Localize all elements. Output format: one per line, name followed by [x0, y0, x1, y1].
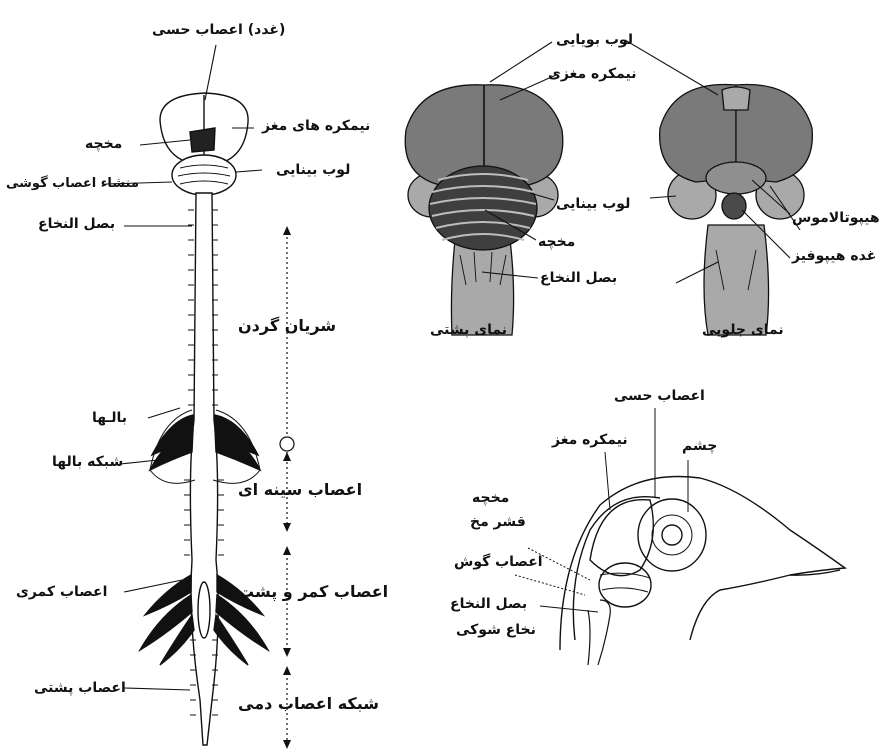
- label-dorsal-nerves: اعصاب پشتی: [34, 680, 126, 696]
- caption-dorsal-view: نمای پشتی: [430, 322, 507, 338]
- label-medulla-left: بصل النخاع: [38, 216, 115, 232]
- label-optic-lobe-left: لوب بینایی: [276, 162, 350, 178]
- label-wings: بالـها: [92, 410, 127, 426]
- label-medulla-dorsal: بصل النخاع: [540, 270, 617, 286]
- label-medulla-head: بصل النخاع: [450, 596, 527, 612]
- spinal-cord-shape: [190, 193, 218, 745]
- label-optic-lobe: لوب بینایی: [556, 196, 630, 212]
- label-brain-hemisphere: نیمکره مغز: [552, 432, 628, 448]
- label-cerebral-hemisphere: نیمکره مغزی: [548, 66, 636, 82]
- label-auditory-nerves: اعصاب گوش: [454, 554, 543, 570]
- label-sensory-nerves-head: اعصاب حسی: [614, 388, 705, 404]
- eye-pupil: [662, 525, 682, 545]
- dorsal-medulla-shape: [451, 240, 513, 335]
- dorsal-brain-diagram: [405, 42, 563, 335]
- label-wing-plexus: شبکه بالها: [52, 454, 123, 470]
- label-cerebral-hemispheres: نیمکره های مغز: [262, 118, 370, 134]
- label-olfactory-lobe: لوب بویایی: [556, 32, 633, 48]
- label-hypothalamus: هیپوتالاموس: [792, 210, 880, 226]
- label-eye: چشم: [682, 438, 717, 454]
- label-tail-plexus: شبکه اعصاب دمی: [238, 696, 379, 712]
- label-auditory-origin: منشاء اعصاب گوشی: [6, 176, 139, 192]
- label-cerebellum-head: مخچه: [472, 490, 509, 506]
- hemisphere-outline: [590, 500, 653, 576]
- label-cerebellum-dorsal: مخچه: [538, 234, 575, 250]
- ventral-pituitary: [722, 193, 746, 219]
- spinal-cord-diagram: [106, 45, 294, 749]
- label-spinal-cord-head: نخاع شوکی: [456, 622, 536, 638]
- label-thoracic-nerves: اعصاب سینه ای: [238, 482, 362, 498]
- ventral-medulla-shape: [704, 225, 769, 335]
- label-lumbar-nerves: اعصاب کمری: [16, 584, 107, 600]
- cerebellum-shape: [190, 128, 215, 152]
- ventral-brain-diagram: [625, 40, 812, 335]
- eye-outer: [638, 499, 706, 571]
- label-pituitary: غده هیپوفیز: [792, 248, 876, 264]
- label-neck-artery: شریان گردن: [238, 318, 336, 334]
- spinal-cord-head: [588, 600, 610, 665]
- axis-node: [280, 437, 294, 451]
- caption-ventral-view: نمای جلویی: [702, 322, 784, 338]
- label-sensory-nerves-glands: (غدد) اعصاب حسی: [152, 22, 285, 38]
- cerebellum-lobe: [599, 563, 651, 607]
- head-outline: [560, 477, 845, 650]
- label-lumbosacral-nerves: اعصاب کمر و پشت: [238, 584, 388, 600]
- label-cortex: قشر مخ: [470, 514, 526, 530]
- eye-ring: [652, 515, 692, 555]
- label-cerebellum-left: مخچه: [85, 136, 122, 152]
- ventral-hypothalamus: [706, 162, 766, 194]
- skull-outline: [573, 497, 660, 640]
